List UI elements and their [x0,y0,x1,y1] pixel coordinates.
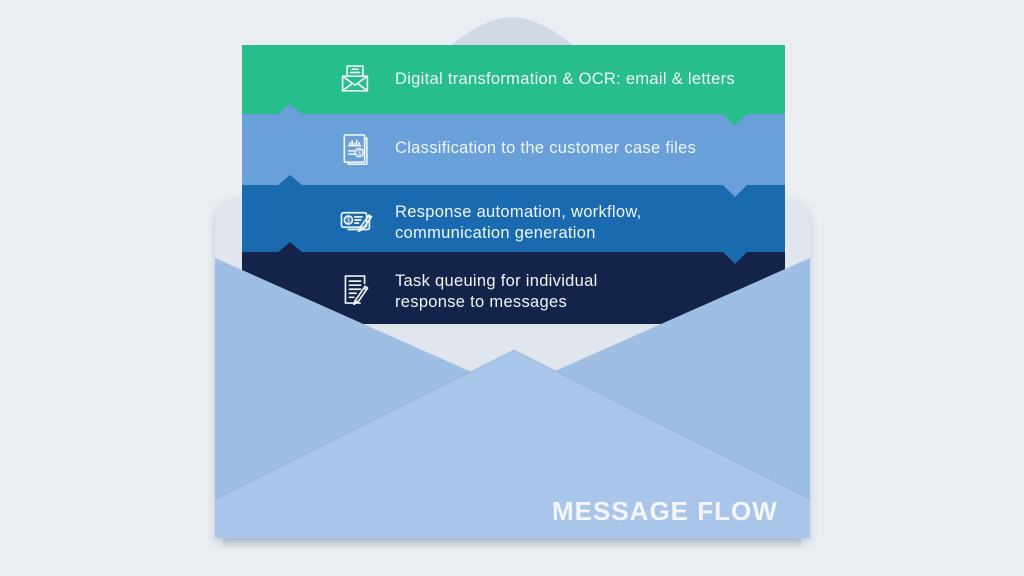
step-1-label: Digital transformation & OCR: email & le… [395,70,735,88]
banner-step-2 [242,114,785,186]
banner-step-3 [242,185,785,253]
step-4-label-line-2: response to messages [395,293,568,311]
notch-up-3 [277,242,303,253]
step-2-label: Classification to the customer case file… [395,139,697,157]
check-dollar-pen-icon: $ [337,203,375,237]
front-flap-right-seam [513,349,811,500]
notch-down-1 [722,113,748,126]
step-3-label-line-1: Response automation, workflow, [395,203,642,221]
notch-down-3 [722,251,748,264]
envelope-front-flap [215,350,810,538]
svg-text:$: $ [346,217,350,224]
envelope-drop-shadow [222,538,802,549]
banner-step-1 [242,45,785,115]
document-chart-dollar-icon: $ [337,131,373,167]
step-3-label-line-2: communication generation [395,224,596,242]
open-envelope-letter-icon [337,61,373,97]
document-pencil-icon [337,271,373,307]
flow-step-4: Task queuing for individual response to … [395,271,598,313]
notch-up-2 [277,175,303,186]
flow-step-1: Digital transformation & OCR: email & le… [395,69,735,90]
notch-up-1 [277,104,303,115]
page-title: MESSAGE FLOW [552,496,778,526]
notch-down-2 [722,184,748,197]
step-4-label-line-1: Task queuing for individual [395,272,598,290]
flow-step-3: Response automation, workflow, communica… [395,202,642,244]
front-flap-left-seam [214,349,515,500]
svg-text:$: $ [357,150,361,157]
envelope-back-flap [450,17,574,46]
flow-step-2: Classification to the customer case file… [395,138,696,159]
